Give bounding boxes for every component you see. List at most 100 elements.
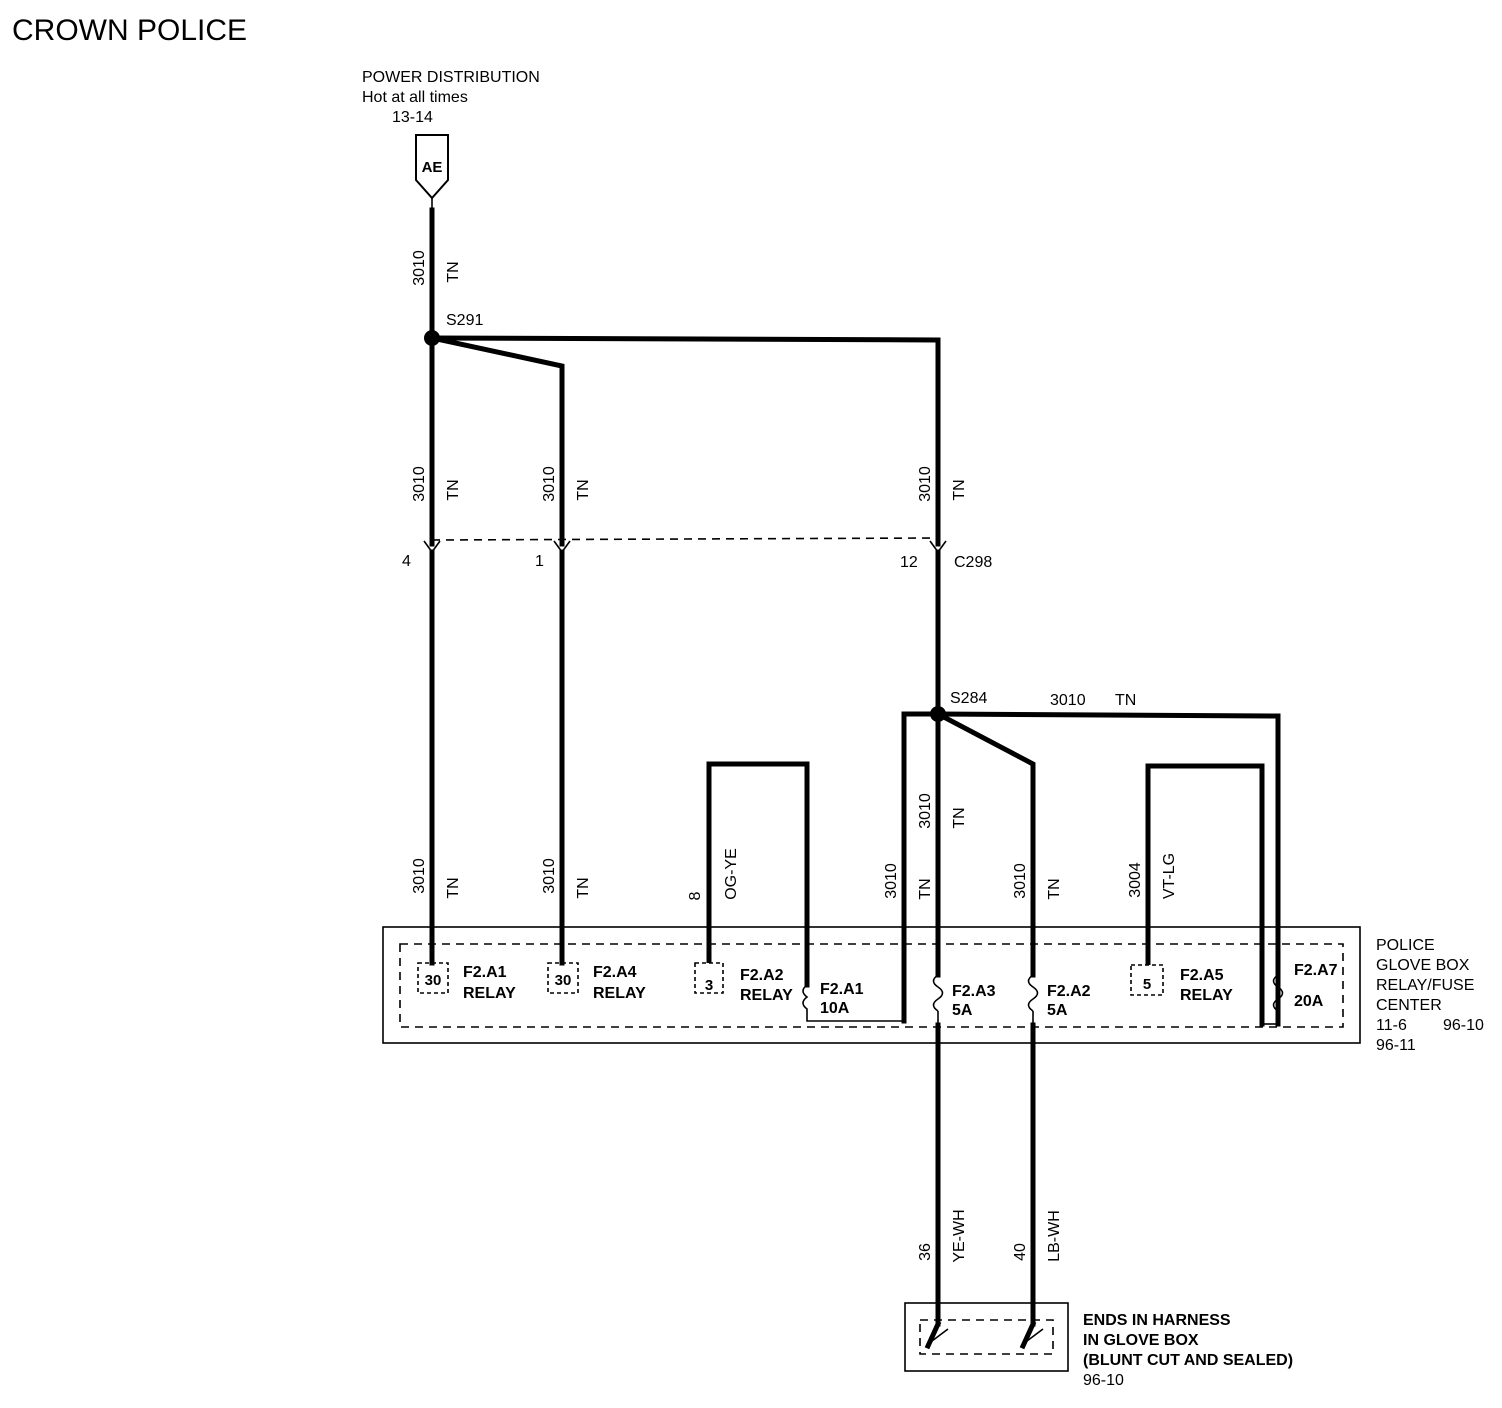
fuse-f2a3-rating: 5A [952,1002,973,1019]
wire-pin-label: 36 [917,1243,934,1261]
fuse-f2a7-symbol [1272,974,1284,1012]
harness-end-outer [904,1302,1069,1372]
harness-end-ye-wh-cut [924,1320,942,1350]
wire-label-group: TN [445,479,462,500]
fuse-f2a1-rating: 10A [820,1000,850,1017]
fuse-f2a3-symbol [932,974,944,1012]
wire-pin-label: 8 [687,891,704,900]
relay-f2a4-pin-box [547,962,579,994]
relay-f2a1-pin: 30 [425,972,442,989]
relay-f2a5-type: RELAY [1180,987,1233,1004]
wire-pin-label: 40 [1012,1243,1029,1261]
harness-end-label-line1: ENDS IN HARNESS [1083,1312,1231,1329]
wire-3010-to-f2a7-fuse [935,711,1281,1027]
wire-label-group: TN [575,877,592,898]
wire-label-group: TN [575,479,592,500]
wire-label-group: 3010 [411,466,428,502]
wire-3010-to-f2a2-fuse [934,710,1036,978]
wire-circuit-label: 3010 [541,466,558,502]
wire-label-group: VT-LG [1161,853,1178,899]
fuse-f2a1-name: F2.A1 [820,981,864,998]
c298-pin-4-label: 4 [402,553,411,570]
fuse-f2a2-name: F2.A2 [1047,983,1091,1000]
splice-s291-label: S291 [446,312,483,329]
wire-3010-branch-pin1 [429,335,565,547]
wire-label-group: TN [445,261,462,282]
wire-label-group: 3010 [1012,863,1029,899]
splice-s284-label: S284 [950,690,987,707]
harness-end-ref: 96-10 [1083,1372,1124,1389]
wire-color-label: TN [951,807,968,828]
wire-circuit-label: 3010 [541,858,558,894]
wire-label-group: OG-YE [723,848,740,900]
relay-f2a2-pin: 3 [705,977,713,994]
relay-f2a1-name: F2.A1 [463,964,507,981]
wire-label-group: 3010 [917,466,934,502]
connector-ae-symbol [415,134,449,200]
fuse-f2a7-rating: 20A [1294,993,1324,1010]
wire-3010-branch-pin12 [429,335,941,547]
wire-label-group: TN [951,807,968,828]
wire-color-label: TN [445,261,462,282]
relay-f2a2-name: F2.A2 [740,967,784,984]
relay-f2a4-type: RELAY [593,985,646,1002]
wire-og-ye-jumper [706,761,810,988]
wire-label-group: TN [1046,878,1063,899]
c298-pin-12-label: 12 [900,554,918,571]
wire-label-group: YE-WH [951,1209,968,1262]
wire-circuit-label: 3010 [411,466,428,502]
wire-label-group: TN [445,877,462,898]
wire-color-label: LB-WH [1046,1210,1063,1262]
wire-label-group: 3010 [411,858,428,894]
wire-color-label: TN [445,877,462,898]
fuse-f2a1-symbol [802,984,904,1022]
wire-color-label: TN [575,877,592,898]
glove-box-ref-a: 11-6 [1376,1017,1407,1034]
relay-f2a5-name: F2.A5 [1180,967,1224,984]
wire-circuit-label: 3004 [1127,862,1144,898]
wire-label-group: 3010 [917,793,934,829]
harness-end-lb-wh-cut [1019,1320,1037,1350]
fuse-f2a3-name: F2.A3 [952,983,996,1000]
wire-circuit-label: 3010 [883,863,900,899]
glove-box-center-outer [382,926,1361,1044]
wire-vt-lg-jumper [1145,763,1265,1027]
fuse-f2a2-symbol [1027,974,1039,1012]
wire-label-group: 8 [687,891,704,900]
wire-label-group: 3004 [1127,862,1144,898]
glove-box-label-line3: RELAY/FUSE [1376,977,1474,994]
connector-c298-outline [431,537,939,541]
wire-label-group: 36 [917,1243,934,1261]
wire-color-label: TN [1115,692,1136,709]
power-source-ref: 13-14 [392,109,433,126]
fuse-f2a7-name: F2.A7 [1294,962,1338,979]
harness-end-mark-1 [931,1328,949,1342]
wire-3010-to-f2a1-fuse [901,711,941,1024]
wire-label-group: 3010 [541,858,558,894]
wire-label-group: 3010 [883,863,900,899]
relay-f2a2-pin-box [694,962,724,994]
wire-circuit-label: 3010 [1050,692,1086,709]
relay-f2a4-pin: 30 [555,972,572,989]
wire-color-label: TN [1046,878,1063,899]
connector-ae-label: AE [422,159,443,176]
relay-f2a1-type: RELAY [463,985,516,1002]
c298-name-label: C298 [954,554,992,571]
wire-color-label: TN [575,479,592,500]
glove-box-ref-c: 96-11 [1376,1037,1416,1054]
wire-color-label: YE-WH [951,1209,968,1262]
wire-circuit-label: 3010 [917,466,934,502]
wire-circuit-label: 3010 [917,793,934,829]
wire-circuit-label: 3010 [411,250,428,286]
power-distribution-label: POWER DISTRIBUTION [362,69,540,86]
wire-label-group: 3010 [541,466,558,502]
wire-color-label: VT-LG [1161,853,1178,899]
glove-box-label-line4: CENTER [1376,997,1442,1014]
glove-box-ref-b: 96-10 [1443,1017,1484,1034]
relay-f2a4-name: F2.A4 [593,964,637,981]
wire-label-group: 3010 [411,250,428,286]
wire-circuit-label: 3010 [1012,863,1029,899]
wire-color-label: OG-YE [723,848,740,900]
c298-pin-1-label: 1 [535,553,544,570]
